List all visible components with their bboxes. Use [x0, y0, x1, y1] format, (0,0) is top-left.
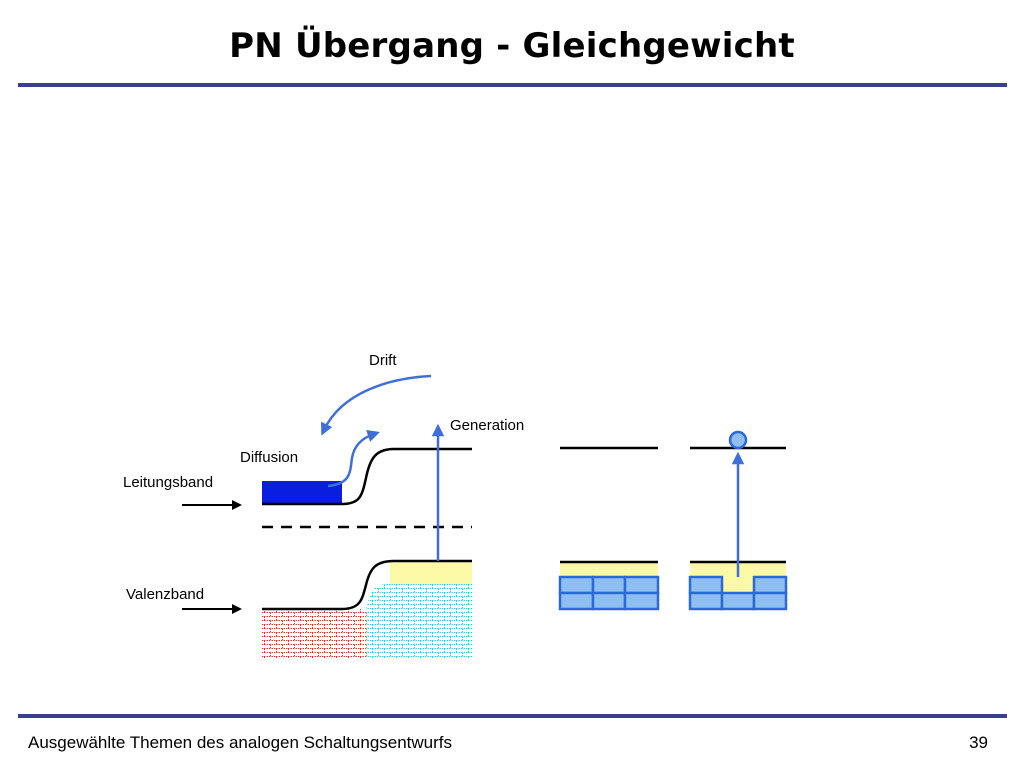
drift-label: Drift	[369, 352, 397, 369]
diffusion-label: Diffusion	[240, 449, 298, 466]
valence-band-edge	[262, 559, 472, 611]
drift-arrow	[321, 374, 432, 436]
n-valence-electrons	[366, 584, 472, 658]
middle-hole-region	[560, 562, 658, 577]
footer-divider	[18, 714, 1007, 718]
generated-electron-icon	[728, 430, 748, 450]
p-conduction-electrons	[262, 481, 342, 504]
hole-gap	[722, 577, 754, 593]
right-electron-cells	[688, 575, 788, 611]
title-divider	[18, 83, 1007, 87]
diffusion-arrow	[327, 430, 380, 488]
slide-title: PN Übergang - Gleichgewicht	[229, 26, 795, 66]
page-number: 39	[969, 733, 988, 752]
footer-text: Ausgewählte Themen des analogen Schaltun…	[28, 733, 453, 752]
p-valence-electrons	[262, 609, 368, 658]
generation-label: Generation	[450, 417, 524, 434]
hole-region	[390, 561, 472, 584]
middle-electron-cells	[558, 575, 660, 611]
leitungsband-label: Leitungsband	[123, 474, 213, 491]
valenzband-label: Valenzband	[126, 586, 204, 603]
conduction-band-edge	[262, 447, 472, 506]
